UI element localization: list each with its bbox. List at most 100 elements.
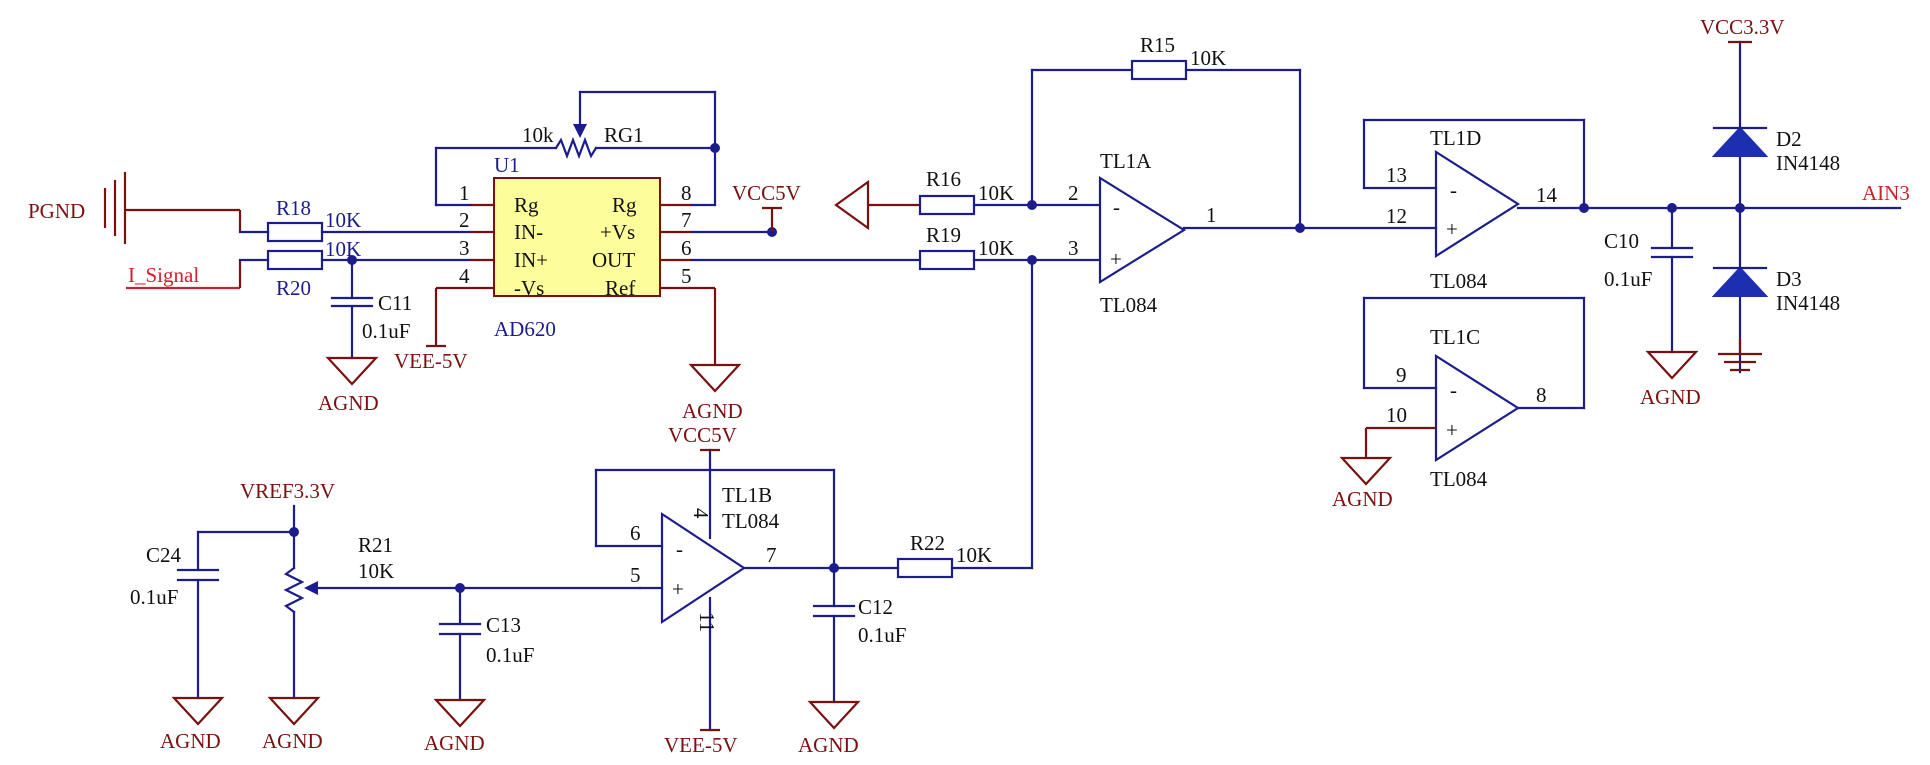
diode-d3 — [1711, 266, 1769, 297]
d3-ref: D3 — [1776, 267, 1802, 291]
c24-value: 0.1uF — [130, 585, 178, 609]
pgnd-symbol — [103, 172, 242, 244]
tl1a-pin-out: 1 — [1206, 203, 1217, 227]
u1-pin-name-l1: Rg — [514, 193, 539, 217]
c11-value: 0.1uF — [362, 319, 410, 343]
r22-value: 10K — [956, 543, 992, 567]
tl1a-minus: - — [1113, 195, 1120, 219]
r15-value: 10K — [1190, 46, 1226, 70]
tl1c-pin-inv: 9 — [1396, 363, 1407, 387]
tl1b-plus: + — [672, 577, 684, 601]
tl1d-minus: - — [1450, 178, 1457, 202]
tl1c-part: TL084 — [1430, 467, 1488, 491]
u1-pin-num-4: 4 — [459, 264, 470, 288]
opamp-tl1b — [594, 448, 900, 732]
tl1c-minus: - — [1450, 378, 1457, 402]
tl1c-pin-out: 8 — [1536, 383, 1547, 407]
u1-pin-name-r1: Rg — [612, 193, 637, 217]
vee5v-label-u1: VEE-5V — [394, 349, 467, 373]
c11-ref: C11 — [378, 291, 412, 315]
r16-ref: R16 — [926, 167, 961, 191]
capacitor-c24 — [172, 530, 224, 726]
resistor-r18 — [238, 221, 472, 243]
u1-pin-num-1: 1 — [459, 181, 470, 205]
u1-pin-num-2: 2 — [459, 208, 470, 232]
tl1c-plus: + — [1446, 418, 1458, 442]
agnd-label-u1: AGND — [682, 399, 743, 423]
u1-pin-num-7: 7 — [681, 208, 692, 232]
r18-value: 10K — [325, 208, 361, 232]
resistor-r15 — [1030, 59, 1302, 230]
agnd-label-c11: AGND — [318, 391, 379, 415]
u1-pin-name-r3: OUT — [592, 248, 635, 272]
tl1c-pin-noninv: 10 — [1386, 403, 1407, 427]
rg1-value: 10k — [522, 123, 554, 147]
capacitor-c12 — [808, 566, 860, 730]
tl1a-plus: + — [1110, 247, 1122, 271]
agnd-label-c24: AGND — [160, 729, 221, 753]
tl1d-ref: TL1D — [1430, 126, 1481, 150]
diode-d2 — [1711, 126, 1769, 157]
tl1c-ref: TL1C — [1430, 325, 1480, 349]
tl1b-pin-noninv: 5 — [630, 563, 641, 587]
c13-ref: C13 — [486, 613, 521, 637]
u1-pin-name-l4: -Vs — [514, 276, 544, 300]
vee5v-label-tl1b: VEE-5V — [664, 733, 737, 757]
r16-value: 10K — [978, 181, 1014, 205]
u1-pin-num-8: 8 — [681, 181, 692, 205]
u1-part: AD620 — [494, 317, 556, 341]
opamp-tl1c — [1340, 296, 1586, 486]
c13-value: 0.1uF — [486, 643, 534, 667]
agnd-label-r21: AGND — [262, 729, 323, 753]
resistor-r20 — [238, 249, 472, 271]
r19-ref: R19 — [926, 223, 961, 247]
tl1b-pin-vee: 11 — [695, 612, 719, 632]
resistor-r22 — [896, 557, 1034, 579]
r20-ref: R20 — [276, 276, 311, 300]
tl1b-ref: TL1B — [722, 483, 772, 507]
tl1b-pin-inv: 6 — [630, 521, 641, 545]
ain3-label: AIN3 — [1862, 181, 1910, 205]
c10-value: 0.1uF — [1604, 267, 1652, 291]
tl1a-ref: TL1A — [1100, 149, 1152, 173]
d3-value: IN4148 — [1776, 291, 1840, 315]
rg1-ref: RG1 — [604, 123, 644, 147]
u1-ref: U1 — [494, 153, 520, 177]
c24-ref: C24 — [146, 543, 182, 567]
d2-value: IN4148 — [1776, 151, 1840, 175]
potentiometer-r21 — [268, 530, 642, 726]
r22-ref: R22 — [910, 531, 945, 555]
agnd-label-c10: AGND — [1640, 385, 1701, 409]
vcc5v-label-tl1b: VCC5V — [668, 423, 737, 447]
tl1d-pin-noninv: 12 — [1386, 204, 1407, 228]
tl1d-part: TL084 — [1430, 269, 1488, 293]
tl1b-pin-vcc: 4 — [689, 508, 713, 519]
i-signal-label: I_Signal — [128, 263, 199, 287]
earth-ground-symbol — [1718, 338, 1762, 372]
agnd-label-c12: AGND — [798, 733, 859, 757]
capacitor-c10 — [1646, 206, 1698, 380]
tl1d-pin-inv: 13 — [1386, 163, 1407, 187]
r21-ref: R21 — [358, 533, 393, 557]
tl1a-pin-noninv: 3 — [1068, 236, 1079, 260]
u1-pin-name-r2: +Vs — [600, 220, 635, 244]
r21-value: 10K — [358, 559, 394, 583]
vref-label: VREF3.3V — [240, 479, 335, 503]
u1-pin-name-l2: IN- — [514, 220, 543, 244]
tl1a-pin-inv: 2 — [1068, 181, 1079, 205]
ic-u1-ad620 — [470, 177, 692, 297]
agnd-label-tl1c: AGND — [1332, 487, 1393, 511]
u1-pin-num-3: 3 — [459, 236, 470, 260]
agnd-u1-ref — [689, 286, 741, 393]
d2-ref: D2 — [1776, 127, 1802, 151]
vcc33-label: VCC3.3V — [1700, 15, 1785, 39]
c12-value: 0.1uF — [858, 623, 906, 647]
c10-ref: C10 — [1604, 229, 1639, 253]
tl1b-part: TL084 — [722, 509, 780, 533]
agnd-label-c13: AGND — [424, 731, 485, 755]
u1-pin-num-5: 5 — [681, 264, 692, 288]
tl1d-pin-out: 14 — [1536, 183, 1558, 207]
capacitor-c11 — [326, 258, 378, 386]
r18-ref: R18 — [276, 196, 311, 220]
